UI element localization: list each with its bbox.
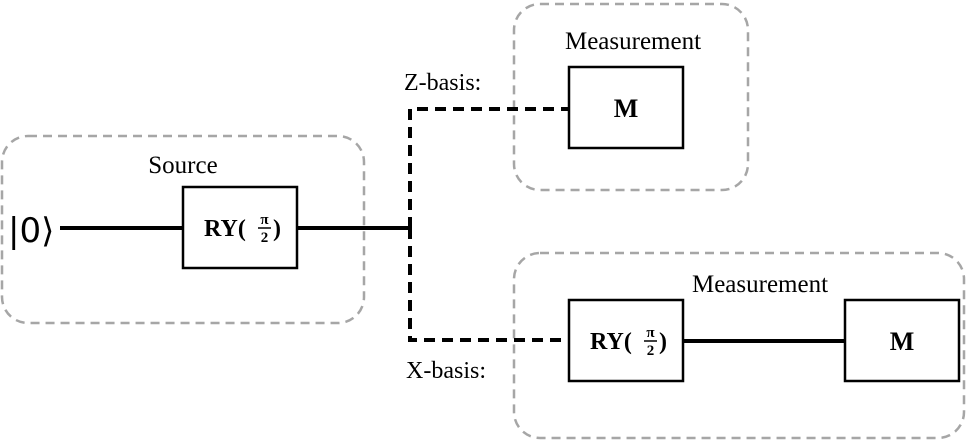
x-measurement-gate-label: M <box>890 327 915 356</box>
x-measurement-gate: M <box>843 298 961 383</box>
x-branch-ry-gate: RY( π 2 ) <box>567 298 685 383</box>
source-gate-numerator: π <box>260 212 269 228</box>
x-gate-numerator: π <box>646 325 655 341</box>
z-measurement-gate-label: M <box>614 94 639 123</box>
z-measurement-group-box <box>512 2 750 192</box>
x-basis-label: X-basis: <box>406 358 486 384</box>
input-state-ket: |0⟩ <box>8 211 54 251</box>
x-gate-denominator: 2 <box>647 343 655 359</box>
svg-text:RY(: RY( <box>204 216 246 242</box>
source-ry-gate: RY( π 2 ) <box>181 185 299 270</box>
z-basis-wire <box>408 107 569 228</box>
x-basis-wire <box>408 228 569 342</box>
source-group-box <box>0 134 366 325</box>
x-measurement-group-box <box>512 251 966 440</box>
x-gate-prefix: RY( <box>590 329 632 355</box>
x-measurement-title: Measurement <box>692 271 828 298</box>
source-gate-suffix: ) <box>273 216 281 242</box>
svg-text:RY(: RY( <box>590 329 632 355</box>
z-measurement-title: Measurement <box>565 28 701 55</box>
source-gate-prefix: RY( <box>204 216 246 242</box>
source-title: Source <box>148 152 217 179</box>
source-gate-denominator: 2 <box>261 230 269 246</box>
z-measurement-gate: M <box>567 65 685 150</box>
z-basis-label: Z-basis: <box>404 70 481 96</box>
x-gate-suffix: ) <box>659 329 667 355</box>
